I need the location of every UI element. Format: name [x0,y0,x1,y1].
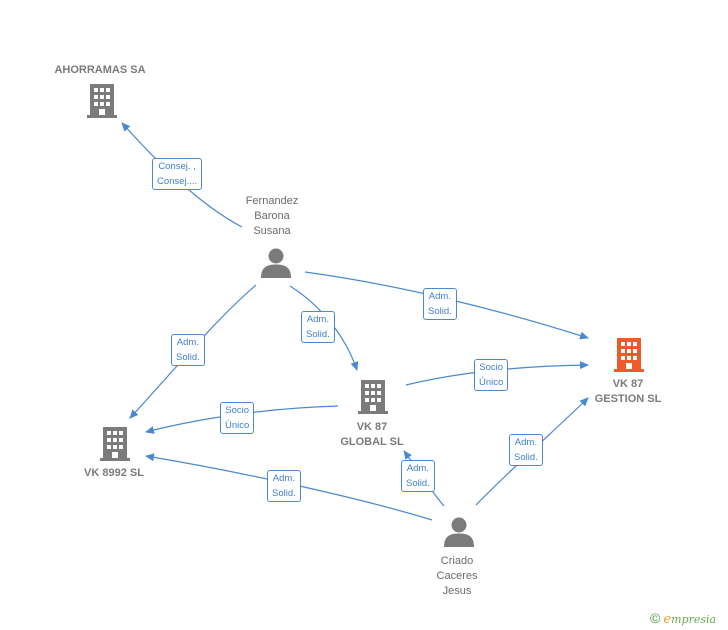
label-line: Solid. [406,478,430,489]
node-label-fernandez[interactable]: Fernandez Barona Susana [222,194,322,239]
building-icon[interactable] [614,338,644,372]
label-line: VK 87 [612,378,644,390]
brand-mark: e [663,612,672,627]
building-icon[interactable] [87,84,117,118]
label-line: Adm. [406,463,429,474]
edge-label-fernandez-global[interactable]: Adm. Solid. [301,311,335,343]
label-line: GESTION SL [594,393,662,405]
label-line: Consej. , [158,161,196,172]
label-line: Socio [479,362,504,373]
label-line: Solid. [176,352,200,363]
person-icon[interactable] [444,517,474,548]
edge-label-fernandez-vk8992[interactable]: Adm. Solid. [171,334,205,366]
label-line: Barona [254,210,290,222]
label-line: Adm. [176,337,199,348]
label-line: Criado [440,555,474,567]
edge-label-fernandez-gestion[interactable]: Adm. Solid. [423,288,457,320]
label-line: VK 8992 SL [84,467,144,479]
label-line: Jesus [442,585,472,597]
label-line: Socio [225,405,250,416]
label-line: VK 87 [356,421,388,433]
edge-label-global-gestion[interactable]: Socio Único [474,359,509,391]
node-label-ahorramas[interactable]: AHORRAMAS SA [40,63,160,78]
edge-label-criado-vk8992[interactable]: Adm. Solid. [267,470,301,502]
brand-name: mpresia [671,613,717,626]
label-line: Solid. [428,306,452,317]
label-line: Adm. [272,473,295,484]
label-line: Adm. [514,437,537,448]
node-label-vk87-gestion[interactable]: VK 87 GESTION SL [578,377,678,407]
node-label-vk8992[interactable]: VK 8992 SL [64,466,164,481]
label-line: GLOBAL SL [340,436,404,448]
label-line: Adm. [428,291,451,302]
label-line: Único [479,377,504,388]
edge-label-fernandez-ahorramas[interactable]: Consej. , Consej.... [152,158,203,190]
label-line: Adm. [306,314,329,325]
label-line: Consej.... [157,176,198,187]
label-line: Solid. [514,452,538,463]
edge-label-criado-global[interactable]: Adm. Solid. [401,460,435,492]
label-line: Solid. [272,488,296,499]
label-line: Caceres [436,570,478,582]
label-line: Fernandez [245,195,299,207]
label-line: Único [225,420,250,431]
building-icon[interactable] [358,380,388,414]
brand-logo[interactable]: © empresia [650,610,716,627]
node-label-vk87-global[interactable]: VK 87 GLOBAL SL [322,420,422,450]
node-label-criado[interactable]: Criado Caceres Jesus [407,554,507,599]
building-icon[interactable] [100,427,130,461]
label-line: Susana [253,225,291,237]
edge-label-criado-gestion[interactable]: Adm. Solid. [509,434,543,466]
person-icon[interactable] [261,248,291,279]
label-line: AHORRAMAS SA [54,64,146,76]
label-line: Solid. [306,329,330,340]
edge-label-global-vk8992[interactable]: Socio Único [220,402,255,434]
copyright-icon: © [650,610,661,626]
